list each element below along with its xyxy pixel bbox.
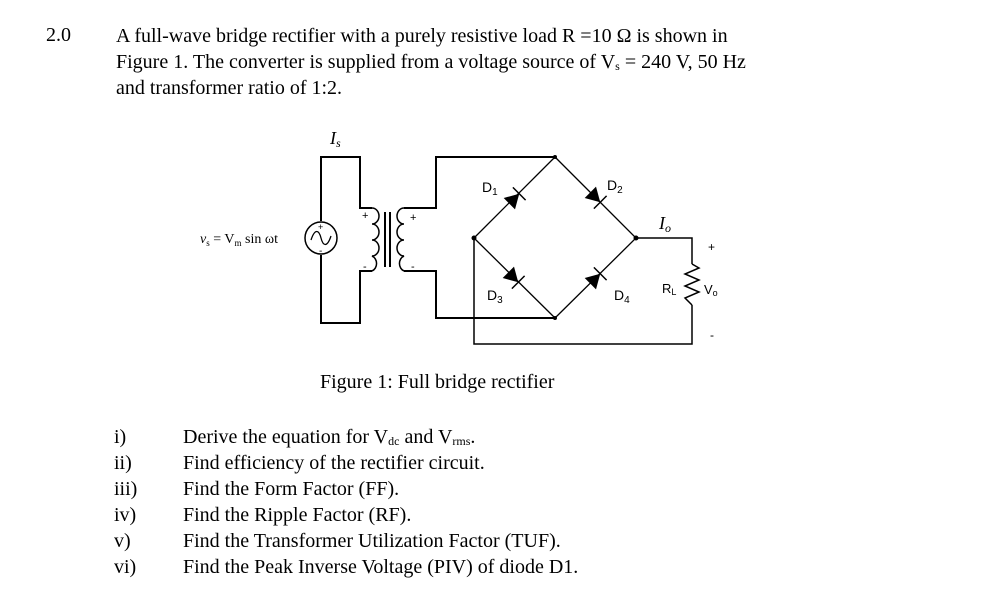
- task-number: iv): [114, 504, 137, 526]
- figure-caption: Figure 1: Full bridge rectifier: [320, 371, 555, 393]
- output-current-label: Io: [658, 213, 671, 235]
- primary-circuit: [320, 156, 372, 324]
- task-item: iv) Find the Ripple Factor (RF).: [114, 502, 578, 528]
- source-label-eq: = V: [210, 232, 235, 247]
- source-plus: +: [318, 222, 323, 232]
- secondary-circuit: [404, 156, 555, 319]
- diode-d4-icon: [584, 266, 608, 290]
- task-item: iii) Find the Form Factor (FF).: [114, 476, 578, 502]
- secondary-minus: -: [411, 261, 415, 273]
- task-text: Find the Form Factor (FF).: [183, 478, 400, 500]
- task-item: v) Find the Transformer Utilization Fact…: [114, 528, 578, 554]
- primary-coil: [371, 207, 380, 272]
- diode-d2-icon: [584, 186, 608, 210]
- load-label: RL: [662, 281, 676, 297]
- secondary-coil: [396, 207, 405, 272]
- diode-label-d2: D2: [607, 177, 623, 196]
- secondary-plus: +: [410, 212, 416, 224]
- task-text: Find the Transformer Utilization Factor …: [183, 530, 561, 552]
- output-minus: -: [710, 328, 714, 342]
- task-item: i) Derive the equation for Vdc and Vrms.: [114, 424, 578, 450]
- io-sub: o: [665, 221, 671, 235]
- transformer-icon: [371, 207, 405, 272]
- diode-label-d1: D1: [482, 179, 498, 198]
- is-label: I: [329, 128, 337, 148]
- diode-label-d3: D3: [487, 287, 503, 306]
- task-text: Find efficiency of the rectifier circuit…: [183, 452, 485, 474]
- load-wire-top: [636, 237, 693, 264]
- secondary-wire-bottom: [404, 270, 555, 319]
- task-list: i) Derive the equation for Vdc and Vrms.…: [114, 424, 578, 580]
- primary-wire-top: [320, 156, 372, 221]
- secondary-wire-top: [404, 156, 555, 209]
- question-line-2-text: Figure 1. The converter is supplied from…: [116, 51, 616, 73]
- source-label-tail: sin ωt: [242, 232, 279, 247]
- is-sub: s: [336, 136, 341, 150]
- vs-subscript: s: [615, 59, 620, 73]
- source-label: vs = Vm sin ωt: [200, 232, 278, 248]
- task-text: Find the Ripple Factor (RF).: [183, 504, 412, 526]
- diode-d3-icon: [502, 266, 526, 290]
- question-number: 2.0: [46, 24, 71, 46]
- node-bottom: [553, 316, 557, 320]
- task-item: vi) Find the Peak Inverse Voltage (PIV) …: [114, 554, 578, 580]
- task-item: ii) Find efficiency of the rectifier cir…: [114, 450, 578, 476]
- source-label-sub: s: [206, 238, 210, 248]
- source-label-m: m: [235, 238, 242, 248]
- question-line-1: A full-wave bridge rectifier with a pure…: [116, 25, 728, 47]
- load-circuit: [473, 237, 693, 345]
- load-wire-bottom: [473, 238, 693, 345]
- question-text: A full-wave bridge rectifier with a pure…: [116, 23, 916, 101]
- node-top: [553, 155, 557, 159]
- task-number: v): [114, 530, 131, 552]
- task-text: Find the Peak Inverse Voltage (PIV) of d…: [183, 556, 579, 578]
- vrms-subscript: rms: [452, 434, 471, 448]
- source-minus: -: [319, 246, 322, 257]
- question-line-3: and transformer ratio of 1:2.: [116, 77, 343, 99]
- task-number: vi): [114, 556, 137, 578]
- primary-minus: -: [363, 261, 367, 273]
- primary-plus: +: [362, 210, 368, 222]
- load-resistor-icon: [683, 263, 701, 306]
- output-voltage-label: Vo: [704, 282, 718, 298]
- primary-current-label: Is: [329, 128, 341, 150]
- task-number: ii): [114, 452, 132, 474]
- vdc-subscript: dc: [388, 434, 400, 448]
- diode-label-d4: D4: [614, 287, 630, 306]
- task-text: Derive the equation for Vdc and Vrms.: [183, 426, 476, 448]
- output-plus: +: [708, 240, 715, 254]
- question-line-2-tail: = 240 V, 50 Hz: [619, 51, 746, 73]
- question-line-2: Figure 1. The converter is supplied from…: [116, 49, 916, 75]
- task-number: iii): [114, 478, 138, 500]
- source-label-v: v: [200, 232, 207, 247]
- io-label: I: [658, 213, 666, 233]
- ac-source-icon: [304, 221, 338, 255]
- diode-d1-icon: [503, 186, 527, 210]
- primary-wire-bottom: [320, 255, 372, 324]
- task-number: i): [114, 426, 127, 448]
